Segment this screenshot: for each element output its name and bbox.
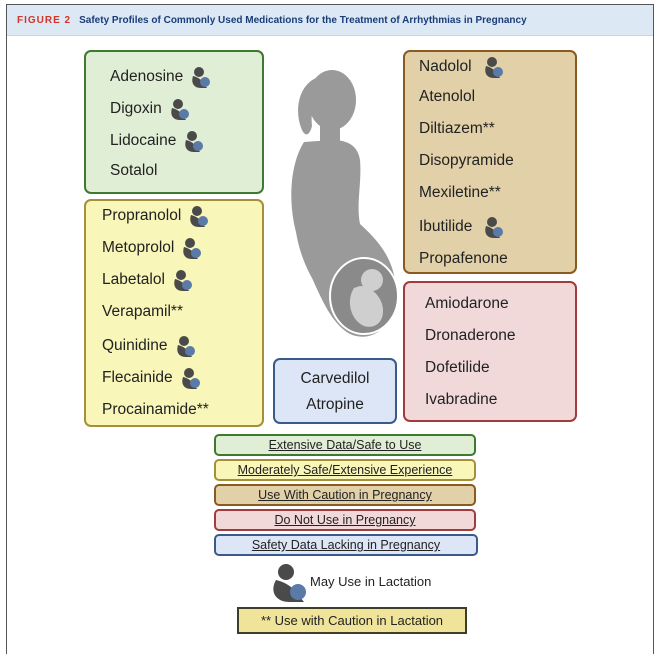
drug-atropine: Atropine (306, 396, 364, 413)
lactation-icon (484, 56, 504, 78)
legend-extensive-data: Extensive Data/Safe to Use (214, 434, 476, 456)
drug-dronaderone: Dronaderone (425, 327, 516, 344)
lactation-icon (189, 205, 209, 227)
drug-nadolol: Nadolol (419, 56, 504, 78)
drug-propafenone: Propafenone (419, 250, 508, 267)
drug-adenosine: Adenosine (110, 66, 211, 88)
drug-procainamide: Procainamide** (102, 401, 209, 418)
drug-metoprolol: Metoprolol (102, 237, 202, 259)
drug-lidocaine: Lidocaine (110, 130, 204, 152)
drug-quinidine: Quinidine (102, 335, 196, 357)
drug-flecainide: Flecainide (102, 367, 201, 389)
lactation-icon (191, 66, 211, 88)
pregnant-woman-silhouette (291, 70, 399, 337)
legend-do-not-use: Do Not Use in Pregnancy (214, 509, 476, 531)
lactation-icon (181, 367, 201, 389)
drug-propranolol: Propranolol (102, 205, 209, 227)
figure-frame (6, 4, 654, 654)
legend-moderately-safe: Moderately Safe/Extensive Experience (214, 459, 476, 481)
legend-use-with-caution: Use With Caution in Pregnancy (214, 484, 476, 506)
legend-lactation-label: May Use in Lactation (310, 574, 432, 589)
drug-atenolol: Atenolol (419, 88, 476, 105)
box-extensive-data: Adenosine Digoxin Lidocaine Sotalol (84, 50, 264, 194)
lactation-icon (173, 269, 193, 291)
drug-carvedilol: Carvedilol (300, 370, 370, 387)
drug-dofetilide: Dofetilide (425, 359, 490, 376)
legend-caution-lactation: ** Use with Caution in Lactation (237, 607, 467, 634)
legend-safety-data-lacking: Safety Data Lacking in Pregnancy (214, 534, 478, 556)
drug-labetalol: Labetalol (102, 269, 193, 291)
lactation-icon (184, 130, 204, 152)
drug-sotalol: Sotalol (110, 162, 158, 179)
drug-digoxin: Digoxin (110, 98, 190, 120)
drug-ibutilide: Ibutilide (419, 216, 504, 238)
lactation-icon (176, 335, 196, 357)
box-safety-data-lacking: Carvedilol Atropine (273, 358, 397, 424)
figure-header: FIGURE 2 Safety Profiles of Commonly Use… (7, 5, 653, 36)
lactation-icon (170, 98, 190, 120)
lactation-icon (484, 216, 504, 238)
figure-label: FIGURE 2 (17, 14, 72, 26)
drug-amiodarone: Amiodarone (425, 295, 509, 312)
lactation-icon (182, 237, 202, 259)
figure-title: Safety Profiles of Commonly Used Medicat… (79, 14, 527, 26)
drug-diltiazem: Diltiazem** (419, 120, 495, 137)
drug-mexiletine: Mexiletine** (419, 184, 501, 201)
drug-disopyramide: Disopyramide (419, 152, 514, 169)
drug-verapamil: Verapamil** (102, 303, 183, 320)
lactation-icon (273, 564, 306, 602)
box-do-not-use: Amiodarone Dronaderone Dofetilide Ivabra… (403, 281, 577, 422)
drug-ivabradine: Ivabradine (425, 391, 498, 408)
box-moderately-safe: Propranolol Metoprolol Labetalol Verapam… (84, 199, 264, 427)
box-use-with-caution: Nadolol Atenolol Diltiazem** Disopyramid… (403, 50, 577, 274)
